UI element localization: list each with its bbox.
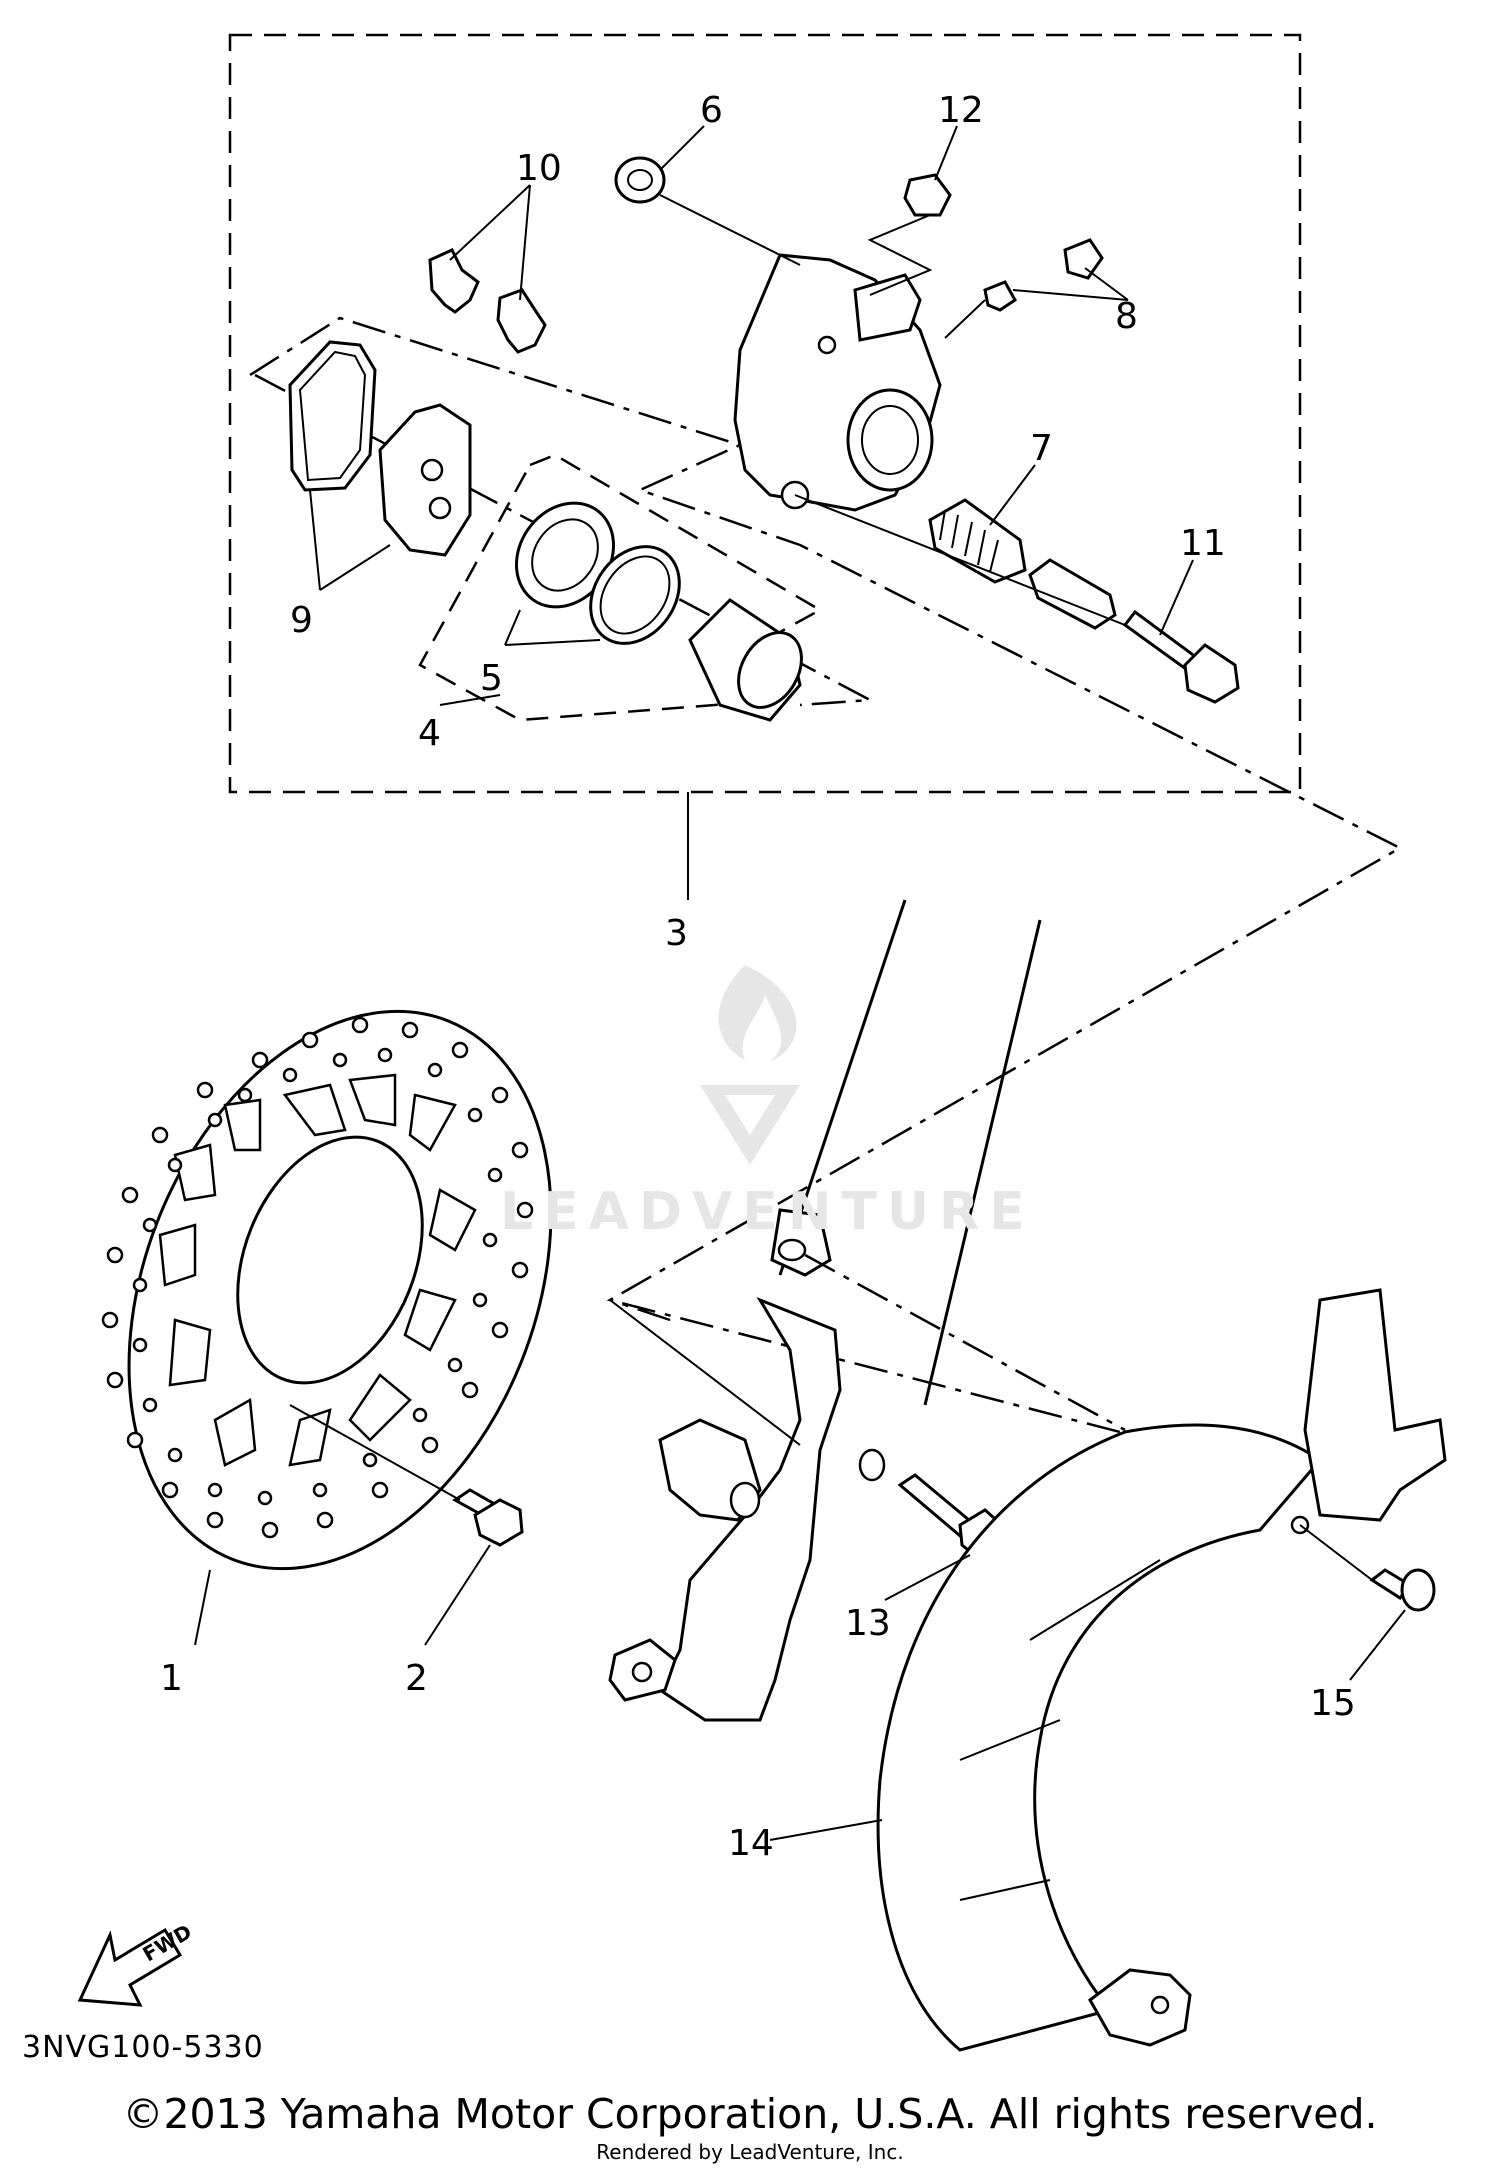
- brake-disc: [101, 1009, 553, 1571]
- forward-arrow-icon: FWD: [77, 1919, 196, 2007]
- callout-15: 15: [1310, 1683, 1356, 1724]
- bleed-screw: [983, 280, 1017, 312]
- alignment-line-guard: [804, 1253, 1126, 1432]
- callout-13: 13: [845, 1603, 891, 1644]
- piston: [688, 598, 803, 722]
- alignment-line-caliper: [249, 316, 1403, 1434]
- rendered-by-notice: Rendered by LeadVenture, Inc.: [596, 2140, 904, 2164]
- brake-pad-outer: [378, 403, 472, 557]
- pad-clip-left: [428, 248, 480, 314]
- callout-9: 9: [290, 600, 313, 641]
- brake-pad-inner: [288, 340, 377, 492]
- pad-clip-right: [496, 288, 547, 354]
- watermark-logo: [700, 965, 800, 1165]
- leader-line-6: [659, 194, 801, 266]
- callout-5: 5: [480, 658, 503, 699]
- rubber-cap: [903, 173, 952, 217]
- callout-leaders: [194, 125, 1406, 1841]
- callout-1: 1: [160, 1658, 183, 1699]
- fork-leg: [608, 899, 1042, 1722]
- watermark-text: LEADVENTURE: [500, 1182, 1035, 1242]
- disc-bolt: [452, 1488, 524, 1547]
- callout-11: 11: [1180, 523, 1226, 564]
- caliper-assembly-box: [228, 33, 1302, 794]
- callout-14: 14: [728, 1823, 774, 1864]
- guard-screw: [1369, 1568, 1436, 1612]
- caliper-body: [733, 253, 942, 512]
- bleeder-cap: [614, 156, 666, 204]
- callout-8: 8: [1115, 296, 1138, 337]
- bleed-screw-cap: [1063, 238, 1104, 280]
- boot: [928, 498, 1027, 584]
- callout-2: 2: [405, 1658, 428, 1699]
- dust-seal: [589, 545, 681, 645]
- callout-12: 12: [938, 90, 984, 131]
- alignment-line-pads: [254, 373, 875, 707]
- callout-6: 6: [700, 90, 723, 131]
- copyright-notice: ©2013 Yamaha Motor Corporation, U.S.A. A…: [122, 2090, 1378, 2138]
- piston-seal: [514, 501, 616, 609]
- disc-guard: [876, 1288, 1447, 2052]
- callout-3: 3: [665, 913, 688, 954]
- callout-7: 7: [1030, 428, 1053, 469]
- diagram-code: 3NVG100-5330: [22, 2030, 264, 2065]
- caliper-bolt: [1122, 609, 1240, 704]
- sleeve: [1028, 558, 1117, 630]
- callout-10: 10: [516, 148, 562, 189]
- callout-4: 4: [418, 713, 441, 754]
